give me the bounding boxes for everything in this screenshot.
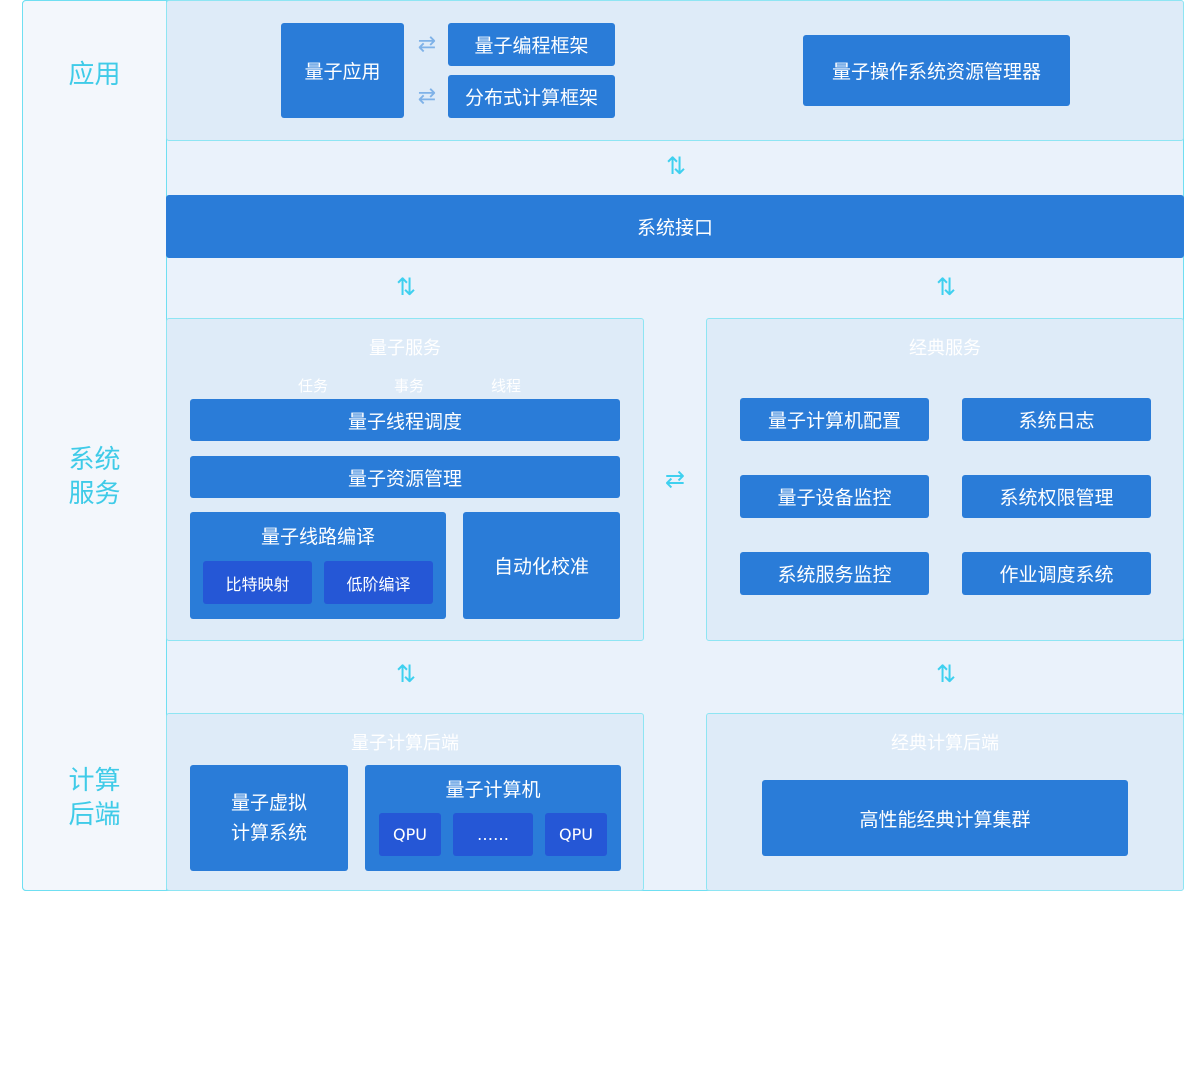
vertical-arrow-icon: ⇅ [935, 273, 957, 301]
vertical-arrow-icon: ⇅ [935, 660, 957, 688]
low-level-compile-box: 低阶编译 [324, 561, 433, 604]
layer-label-system-2: 服务 [68, 479, 121, 509]
hpc-cluster-box: 高性能经典计算集群 [762, 780, 1128, 856]
vertical-arrow-icon: ⇅ [665, 152, 687, 180]
layer-label-app: 应用 [68, 60, 121, 90]
vertical-arrow-icon: ⇅ [395, 660, 417, 688]
job-scheduling-box: 作业调度系统 [962, 552, 1151, 595]
tag-task: 任务 [297, 377, 328, 395]
circuit-compile-label: 量子线路编译 [260, 526, 375, 548]
permission-management-box: 系统权限管理 [962, 475, 1151, 518]
quantum-computer-label: 量子计算机 [445, 779, 541, 801]
tag-thread: 线程 [490, 377, 521, 395]
resource-management-box: 量子资源管理 [190, 456, 620, 498]
quantum-service-title: 量子服务 [369, 338, 441, 359]
qpu-box: QPU [379, 813, 441, 856]
classic-service-title: 经典服务 [909, 338, 981, 359]
thread-scheduling-box: 量子线程调度 [190, 399, 620, 441]
device-monitor-box: 量子设备监控 [740, 475, 929, 518]
classic-backend-title: 经典计算后端 [891, 733, 999, 754]
bidirectional-arrow-icon: ⇄ [417, 84, 437, 109]
programming-framework-box: 量子编程框架 [448, 23, 615, 66]
quantum-app-box: 量子应用 [281, 23, 404, 118]
layer-label-compute-2: 后端 [68, 800, 121, 830]
layer-label-compute-1: 计算 [68, 766, 121, 796]
service-monitor-box: 系统服务监控 [740, 552, 929, 595]
os-resource-manager-box: 量子操作系统资源管理器 [803, 35, 1070, 106]
system-interface-bar: 系统接口 [166, 195, 1184, 258]
system-log-box: 系统日志 [962, 398, 1151, 441]
bidirectional-arrow-icon: ⇄ [417, 32, 437, 57]
qpu-box: QPU [545, 813, 607, 856]
vertical-arrow-icon: ⇅ [395, 273, 417, 301]
tag-transaction: 事务 [393, 377, 424, 395]
bidirectional-arrow-icon: ⇄ [664, 465, 686, 493]
virtual-compute-line2: 计算系统 [230, 822, 307, 844]
ellipsis-box: …… [453, 813, 533, 856]
bit-mapping-box: 比特映射 [203, 561, 312, 604]
virtual-compute-line1: 量子虚拟 [230, 792, 307, 814]
quantum-backend-title: 量子计算后端 [351, 733, 459, 754]
auto-calibration-box: 自动化校准 [463, 512, 620, 619]
virtual-compute-system-box: 量子虚拟 计算系统 [190, 765, 348, 871]
layer-column [22, 0, 167, 891]
layer-label-system-1: 系统 [68, 445, 121, 475]
distributed-framework-box: 分布式计算框架 [448, 75, 615, 118]
computer-config-box: 量子计算机配置 [740, 398, 929, 441]
